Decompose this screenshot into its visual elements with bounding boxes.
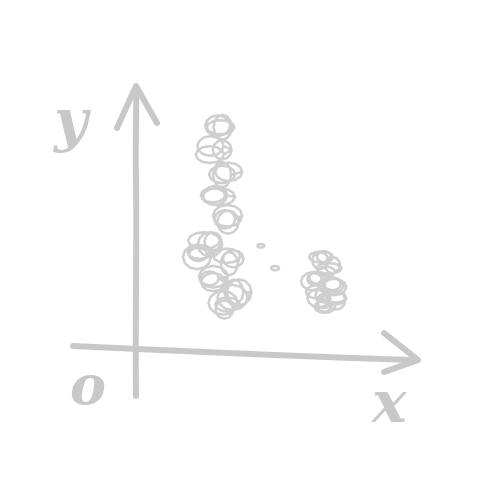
scribble-small-tick xyxy=(256,242,266,249)
origin-label: o xyxy=(70,353,106,417)
scribble-small-mark xyxy=(269,264,281,272)
scribble-column-9 xyxy=(197,264,230,293)
x-axis-label: x xyxy=(370,368,408,436)
scribble-column-1 xyxy=(203,113,236,141)
scribble-column-8 xyxy=(211,247,245,277)
scribble-column-5 xyxy=(211,203,244,236)
scribble-column-3 xyxy=(207,160,244,189)
y-axis-line xyxy=(132,85,140,399)
x-axis-arrowhead xyxy=(381,330,421,375)
y-axis xyxy=(114,83,160,399)
x-axis-line xyxy=(70,343,413,363)
y-axis-label: y xyxy=(52,86,92,154)
scribble-cluster-right-3 xyxy=(299,270,329,292)
scribble-column-2 xyxy=(194,134,233,165)
scribble-cluster-right-2 xyxy=(315,255,343,278)
scribble-cluster-right-7 xyxy=(313,292,337,315)
scribble-column-4 xyxy=(199,184,237,207)
scribble-column-7 xyxy=(181,243,214,271)
y-axis-arrowhead xyxy=(114,83,160,131)
scribble-column-11 xyxy=(207,289,241,320)
scribble-clusters xyxy=(181,113,348,320)
scribble-cluster-right-1 xyxy=(307,249,335,271)
x-axis xyxy=(70,330,421,375)
scribble-cluster-right-5 xyxy=(304,283,332,309)
